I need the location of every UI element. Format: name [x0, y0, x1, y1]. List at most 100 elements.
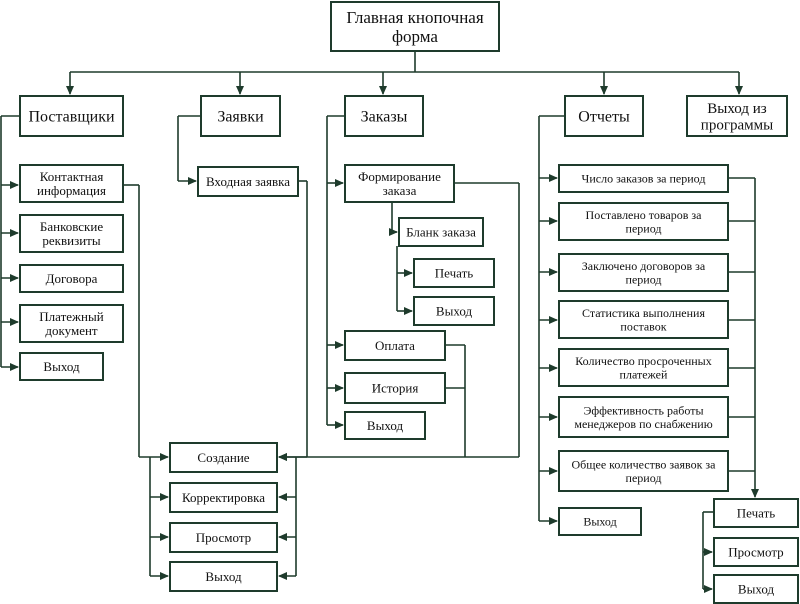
exit-program-frame: [686, 95, 788, 137]
order-forming-frame: [344, 164, 455, 203]
supplier-bank-label: реквизиты: [42, 233, 100, 248]
op-edit-box: Корректировка: [169, 482, 278, 513]
report-efficiency-label: Эффективность работы: [583, 404, 703, 418]
order-payment-frame: [344, 330, 446, 361]
requests-menu-box: Заявки: [200, 95, 281, 137]
report-op-exit-frame: [713, 574, 799, 604]
order-form-print-frame: [413, 258, 495, 288]
report-delivery-stats-label: поставок: [620, 319, 666, 333]
report-efficiency-frame: [558, 396, 729, 438]
order-exit-box: Выход: [344, 411, 426, 440]
supplier-contact-label: Контактная: [40, 169, 104, 184]
orders-menu-frame: [344, 95, 424, 137]
supplier-contact-frame: [19, 164, 124, 203]
requests-menu-label: Заявки: [217, 109, 264, 126]
report-goods-label: период: [626, 221, 662, 235]
report-op-exit-box: Выход: [713, 574, 799, 604]
connectors: [0, 51, 759, 593]
report-total-requests-label: Общее количество заявок за: [571, 458, 716, 472]
supplier-contract-label: Договора: [46, 271, 98, 286]
order-form-label: Бланк заказа: [406, 225, 476, 240]
order-form-print-box: Печать: [413, 258, 495, 288]
supplier-payment-frame: [19, 304, 124, 343]
main-form-frame: [330, 1, 500, 52]
report-print-frame: [713, 498, 799, 528]
supplier-exit-frame: [19, 352, 104, 381]
orders-menu-box: Заказы: [344, 95, 424, 137]
report-efficiency-label: менеджеров по снабжению: [574, 417, 712, 431]
report-exit-box: Выход: [558, 507, 642, 536]
supplier-contract-box: Договора: [19, 264, 124, 293]
report-exit-label: Выход: [583, 515, 616, 529]
orders-menu-label: Заказы: [361, 109, 408, 126]
main-form-label: форма: [392, 27, 438, 46]
report-overdue-label: Количество просроченных: [575, 354, 711, 368]
op-view-frame: [169, 522, 278, 553]
order-form-exit-label: Выход: [436, 304, 473, 319]
report-view-box: Просмотр: [713, 537, 799, 567]
op-edit-frame: [169, 482, 278, 513]
report-overdue-frame: [558, 348, 729, 387]
reports-menu-label: Отчеты: [578, 109, 630, 126]
incoming-request-box: Входная заявка: [197, 166, 299, 197]
report-goods-frame: [558, 202, 729, 241]
op-exit-label: Выход: [205, 569, 242, 584]
op-view-label: Просмотр: [196, 530, 251, 545]
supplier-payment-label: Платежный: [39, 309, 103, 324]
supplier-bank-label: Банковские: [40, 219, 103, 234]
report-view-frame: [713, 537, 799, 567]
op-create-frame: [169, 442, 278, 473]
requests-menu-frame: [200, 95, 281, 137]
suppliers-menu-box: Поставщики: [19, 95, 124, 137]
op-exit-frame: [169, 561, 278, 592]
report-contracts-label: Заключено договоров за: [582, 259, 706, 273]
supplier-contract-frame: [19, 264, 124, 293]
reports-menu-box: Отчеты: [564, 95, 644, 137]
order-form-exit-box: Выход: [413, 296, 495, 326]
exit-program-label: программы: [701, 118, 773, 134]
order-payment-box: Оплата: [344, 330, 446, 361]
order-history-frame: [344, 372, 446, 404]
report-goods-label: Поставлено товаров за: [586, 208, 703, 222]
report-delivery-stats-label: Статистика выполнения: [582, 306, 705, 320]
report-delivery-stats-frame: [558, 300, 729, 339]
op-exit-box: Выход: [169, 561, 278, 592]
report-contracts-label: период: [626, 272, 662, 286]
order-form-print-label: Печать: [435, 266, 473, 281]
reports-menu-frame: [564, 95, 644, 137]
order-history-box: История: [344, 372, 446, 404]
supplier-bank-frame: [19, 214, 124, 253]
supplier-payment-label: документ: [45, 323, 98, 338]
order-exit-label: Выход: [367, 418, 404, 433]
suppliers-menu-frame: [19, 95, 124, 137]
order-forming-label: Формирование: [358, 169, 441, 184]
incoming-request-frame: [197, 166, 299, 197]
op-edit-label: Корректировка: [182, 490, 265, 505]
report-orders-count-label: Число заказов за период: [582, 172, 706, 186]
exit-program-label: Выход из: [707, 101, 766, 117]
supplier-contact-label: информация: [37, 183, 106, 198]
report-total-requests-label: период: [626, 471, 662, 485]
report-total-requests-frame: [558, 450, 729, 492]
op-create-box: Создание: [169, 442, 278, 473]
order-forming-label: заказа: [383, 183, 417, 198]
order-payment-label: Оплата: [375, 338, 415, 353]
incoming-request-label: Входная заявка: [206, 174, 290, 189]
order-history-label: История: [372, 381, 419, 396]
order-exit-frame: [344, 411, 426, 440]
report-orders-count-box: Число заказов за период: [558, 164, 729, 193]
report-print-label: Печать: [737, 506, 775, 521]
report-print-box: Печать: [713, 498, 799, 528]
report-contracts-frame: [558, 253, 729, 292]
